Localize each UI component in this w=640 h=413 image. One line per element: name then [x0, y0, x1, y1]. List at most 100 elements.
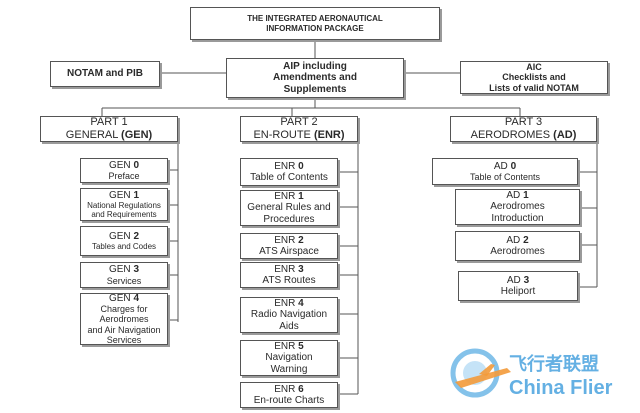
gen4-line1: Charges for [100, 304, 148, 315]
enr5-line2: Warning [270, 363, 308, 375]
ad1-code-row: AD 1 [506, 190, 528, 202]
enr1-line2: Procedures [263, 213, 315, 225]
integrated-package-box: THE INTEGRATED AERONAUTICAL INFORMATION … [190, 7, 440, 40]
enr3-code: ENR [274, 263, 296, 275]
ad0-code: AD [493, 160, 508, 172]
part3-name: AERODROMES [470, 129, 551, 141]
part1-name: GENERAL [65, 129, 118, 141]
ad0-box: AD 0 Table of Contents [432, 158, 578, 185]
china-flier-watermark: 飞行者联盟 China Flier [447, 338, 637, 408]
enr5-box: ENR 5 Navigation Warning [240, 340, 338, 376]
gen4-line4: Services [106, 335, 142, 346]
ad2-line1: Aerodromes [490, 246, 545, 257]
gen2-box: GEN 2 Tables and Codes [80, 226, 168, 256]
gen3-box: GEN 3 Services [80, 262, 168, 288]
part1-name-row: GENERAL (GEN) [66, 129, 152, 142]
enr6-num: 6 [298, 383, 304, 395]
gen4-code-row: GEN 4 [109, 293, 139, 305]
aip-line1: AIP including [283, 60, 347, 72]
ad2-code: AD [506, 234, 521, 246]
aip-line3: Supplements [283, 83, 347, 95]
part3-title: PART 3 [504, 116, 543, 129]
aic-line2: Checklists and [502, 72, 566, 83]
gen3-code-row: GEN 3 [109, 264, 139, 276]
ad1-num: 1 [523, 189, 529, 201]
enr5-line1: Navigation [265, 352, 313, 364]
gen2-code-row: GEN 2 [109, 231, 139, 243]
watermark-cn: 飞行者联盟 [509, 353, 599, 375]
enr3-code-row: ENR 3 [274, 264, 303, 276]
gen0-num: 0 [133, 159, 139, 171]
enr2-code: ENR [274, 234, 296, 246]
part1-code: (GEN) [121, 129, 153, 141]
gen2-line1: Tables and Codes [91, 242, 157, 252]
notam-pib-box: NOTAM and PIB [50, 61, 160, 87]
aic-box: AIC Checklists and Lists of valid NOTAM [460, 61, 608, 94]
part3-name-row: AERODROMES (AD) [471, 129, 577, 142]
enr1-line1: General Rules and [247, 202, 331, 214]
ad1-line2: Introduction [491, 212, 544, 224]
part3-header: PART 3 AERODROMES (AD) [450, 116, 597, 142]
part1-title: PART 1 [90, 116, 128, 129]
enr3-box: ENR 3 ATS Routes [240, 262, 338, 288]
ad3-box: AD 3 Heliport [458, 271, 578, 301]
aip-line2: Amendments and [273, 72, 357, 84]
enr2-box: ENR 2 ATS Airspace [240, 233, 338, 259]
enr4-line1: Radio Navigation [250, 309, 328, 321]
part2-name: EN-ROUTE [253, 129, 311, 141]
part3-code: (AD) [553, 129, 577, 141]
enr5-num: 5 [298, 340, 304, 352]
gen3-num: 3 [133, 264, 139, 276]
enr0-code: ENR [274, 160, 296, 172]
enr6-code: ENR [274, 383, 296, 395]
gen4-code: GEN [108, 292, 131, 304]
enr4-line2: Aids [279, 320, 299, 332]
enr2-num: 2 [298, 234, 304, 246]
part2-code: (ENR) [313, 129, 345, 141]
enr4-code: ENR [274, 297, 296, 309]
ad0-num: 0 [510, 160, 517, 172]
enr1-num: 1 [298, 190, 304, 202]
gen1-box: GEN 1 National Regulations and Requireme… [80, 188, 168, 221]
part2-title: PART 2 [280, 116, 318, 129]
gen4-num: 4 [133, 292, 139, 304]
ad2-code-row: AD 2 [506, 235, 528, 247]
part1-header: PART 1 GENERAL (GEN) [40, 116, 178, 142]
enr3-num: 3 [298, 263, 304, 275]
enr1-code-row: ENR 1 [274, 191, 303, 203]
gen0-code-row: GEN 0 [109, 160, 139, 172]
part2-name-row: EN-ROUTE (ENR) [253, 129, 344, 142]
enr6-line1: En-route Charts [253, 395, 325, 406]
enr5-code-row: ENR 5 [274, 341, 303, 353]
enr0-line1: Table of Contents [250, 172, 328, 183]
ad2-box: AD 2 Aerodromes [455, 231, 580, 261]
enr6-code-row: ENR 6 [274, 384, 303, 396]
enr4-num: 4 [298, 297, 304, 309]
ad0-line1: Table of Contents [469, 172, 541, 183]
aic-line3: Lists of valid NOTAM [489, 82, 579, 93]
ad3-code-row: AD 3 [507, 275, 529, 287]
enr5-code: ENR [274, 340, 296, 352]
gen4-box: GEN 4 Charges for Aerodromes and Air Nav… [80, 293, 168, 345]
gen4-line3: and Air Navigation [87, 324, 161, 335]
notam-pib-label: NOTAM and PIB [67, 68, 143, 80]
enr2-line1: ATS Airspace [259, 246, 319, 257]
aic-line1: AIC [526, 61, 542, 72]
gen3-code: GEN [108, 264, 131, 276]
ad3-code: AD [506, 274, 521, 286]
gen1-num: 1 [133, 189, 139, 201]
gen1-line2: and Requirements [91, 210, 157, 220]
gen3-line1: Services [106, 275, 142, 286]
enr4-box: ENR 4 Radio Navigation Aids [240, 297, 338, 333]
ad1-box: AD 1 Aerodromes Introduction [455, 189, 580, 225]
ad3-num: 3 [523, 274, 530, 286]
enr0-num: 0 [298, 160, 304, 172]
gen4-line2: Aerodromes [99, 314, 149, 325]
enr1-code: ENR [274, 190, 296, 202]
gen1-code-row: GEN 1 [109, 190, 139, 202]
gen0-code: GEN [108, 159, 131, 171]
enr4-code-row: ENR 4 [274, 298, 303, 310]
enr3-line1: ATS Routes [262, 275, 316, 286]
watermark-en: China Flier [509, 377, 613, 399]
